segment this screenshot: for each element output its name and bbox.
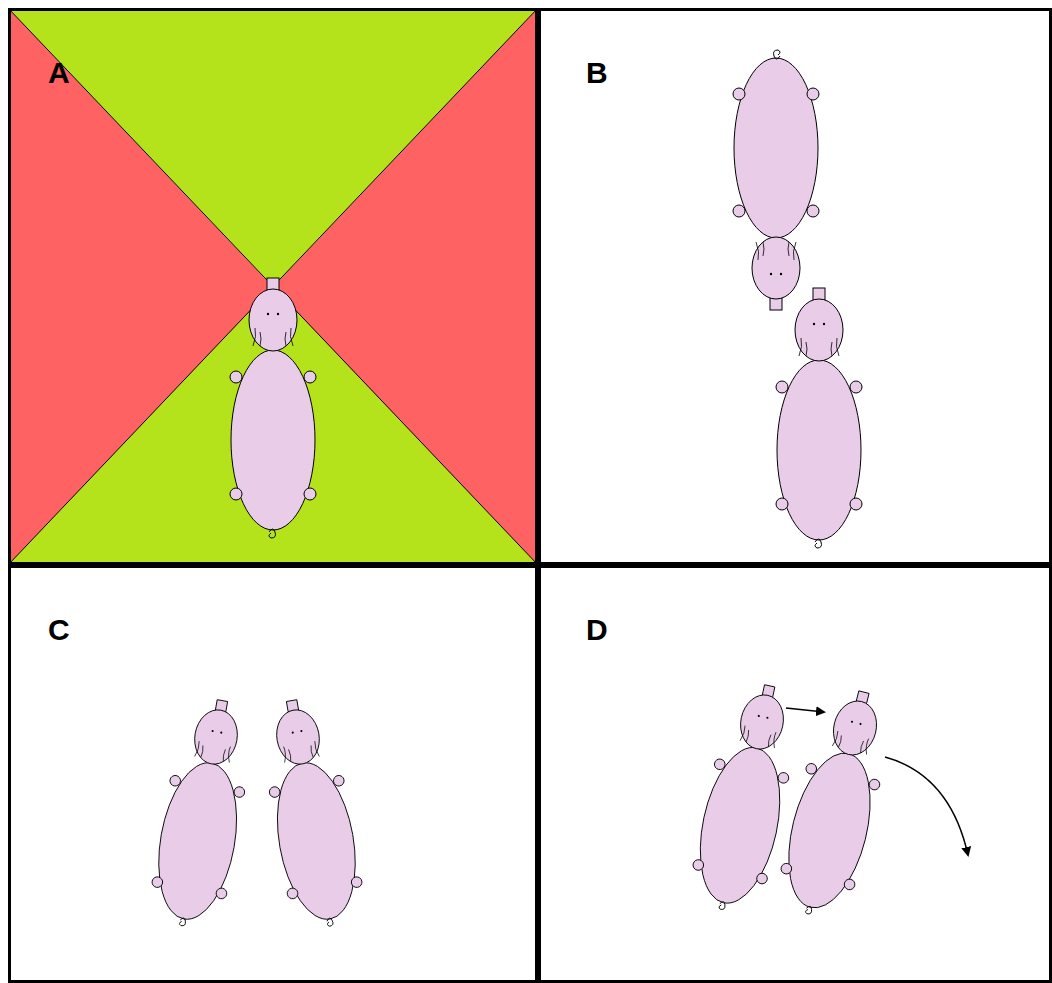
figure-panel: B [538, 8, 1052, 565]
figure-panel: D [538, 565, 1052, 983]
panel-letter: B [586, 58, 608, 88]
figure-panel: A [8, 8, 538, 565]
figure-panel: C [8, 565, 538, 983]
panel-letter: C [48, 615, 70, 645]
panel-letter: A [48, 58, 70, 88]
panel-letter: D [586, 615, 608, 645]
